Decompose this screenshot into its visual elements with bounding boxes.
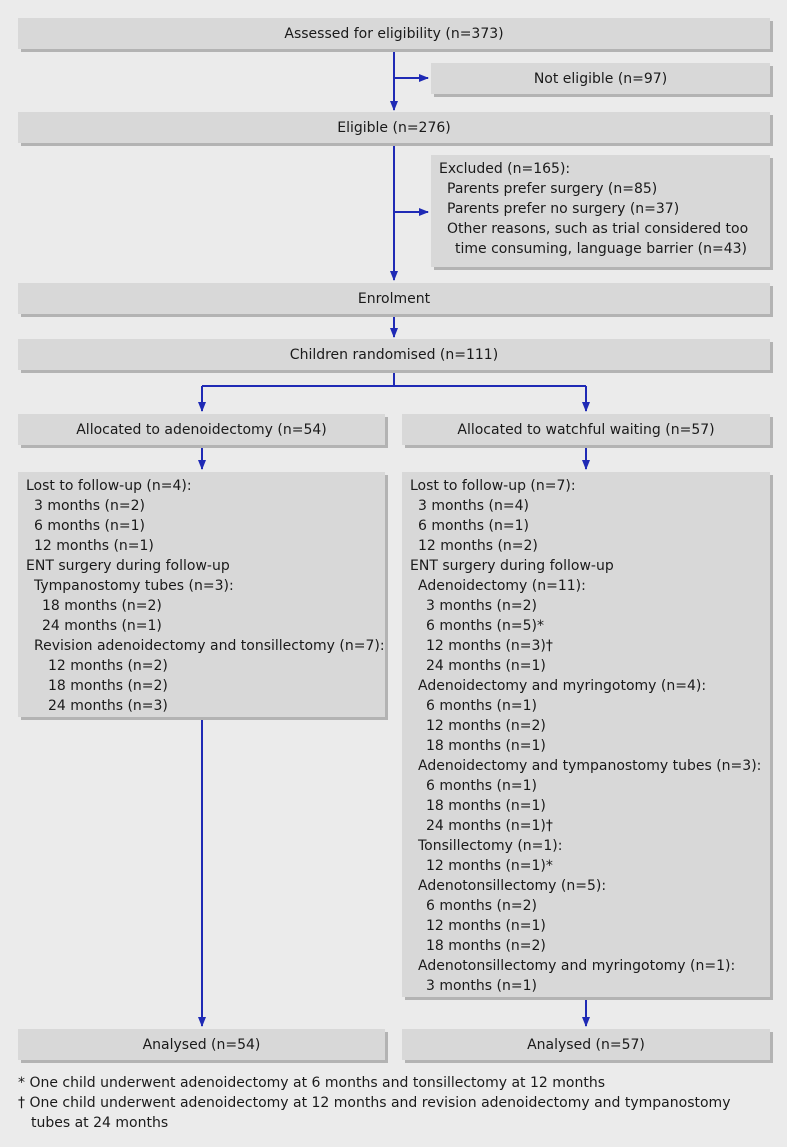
followup-line: 18 months (n=2) xyxy=(48,678,168,694)
not-eligible-label: Not eligible (n=97) xyxy=(533,70,668,87)
excluded-title: Excluded (n=165): xyxy=(439,161,571,177)
followup-line: 6 months (n=1) xyxy=(426,778,537,794)
followup-line: 6 months (n=5)* xyxy=(426,618,544,634)
followup-line: 12 months (n=3)† xyxy=(426,638,553,654)
followup-line: 24 months (n=1) xyxy=(42,618,162,634)
alloc-watch-box: Allocated to watchful waiting (n=57) xyxy=(402,414,770,445)
assessed-label: Assessed for eligibility (n=373) xyxy=(284,25,504,42)
footnote-dagger: † One child underwent adenoidectomy at 1… xyxy=(18,1095,731,1111)
followup-line: 18 months (n=1) xyxy=(426,738,546,754)
analysed-watch-label: Analysed (n=57) xyxy=(527,1036,645,1053)
followup-line: 6 months (n=1) xyxy=(426,698,537,714)
followup-line: Adenoidectomy and myringotomy (n=4): xyxy=(418,678,707,694)
followup-line: 6 months (n=1) xyxy=(418,518,529,534)
followup-line: ENT surgery during follow-up xyxy=(26,558,230,574)
alloc-adenoid-box: Allocated to adenoidectomy (n=54) xyxy=(18,414,385,445)
analysed-adenoid-box: Analysed (n=54) xyxy=(18,1029,385,1060)
followup-line: 6 months (n=1) xyxy=(34,518,145,534)
randomised-box: Children randomised (n=111) xyxy=(18,339,770,370)
followup-line: 3 months (n=2) xyxy=(34,498,145,514)
excluded-reason-other: Other reasons, such as trial considered … xyxy=(447,221,749,237)
assessed-box: Assessed for eligibility (n=373) xyxy=(18,18,770,49)
followup-line: Tonsillectomy (n=1): xyxy=(418,838,563,854)
followup-line: 6 months (n=2) xyxy=(426,898,537,914)
enrolment-label: Enrolment xyxy=(357,290,431,307)
followup-line: 12 months (n=1)* xyxy=(426,858,553,874)
followup-line: 3 months (n=1) xyxy=(426,978,537,994)
followup-line: 12 months (n=1) xyxy=(426,918,546,934)
analysed-adenoid-label: Analysed (n=54) xyxy=(142,1036,261,1053)
alloc-adenoid-label: Allocated to adenoidectomy (n=54) xyxy=(76,421,327,438)
analysed-watch-box: Analysed (n=57) xyxy=(402,1029,770,1060)
followup-line: Tympanostomy tubes (n=3): xyxy=(34,578,234,594)
randomised-label: Children randomised (n=111) xyxy=(289,346,499,363)
excluded-reason-other-cont: time consuming, language barrier (n=43) xyxy=(455,241,747,257)
followup-line: Lost to follow-up (n=7): xyxy=(410,478,576,494)
excluded-reason-surgery: Parents prefer surgery (n=85) xyxy=(447,181,658,197)
excluded-box: Excluded (n=165): Parents prefer surgery… xyxy=(431,155,770,267)
followup-line: Adenotonsillectomy (n=5): xyxy=(418,878,607,894)
followup-line: 12 months (n=1) xyxy=(34,538,154,554)
enrolment-box: Enrolment xyxy=(18,283,770,314)
followup-line: 18 months (n=2) xyxy=(426,938,546,954)
followup-line: 18 months (n=1) xyxy=(426,798,546,814)
left-followup-box: Lost to follow-up (n=4): 3 months (n=2) … xyxy=(18,472,385,717)
followup-line: 12 months (n=2) xyxy=(48,658,168,674)
followup-line: 12 months (n=2) xyxy=(426,718,546,734)
not-eligible-box: Not eligible (n=97) xyxy=(431,63,770,94)
followup-line: 3 months (n=4) xyxy=(418,498,529,514)
followup-line: 24 months (n=1) xyxy=(426,658,546,674)
followup-line: Revision adenoidectomy and tonsillectomy… xyxy=(34,638,385,654)
followup-line: 12 months (n=2) xyxy=(418,538,538,554)
followup-line: Adenoidectomy (n=11): xyxy=(418,578,586,594)
followup-line: ENT surgery during follow-up xyxy=(410,558,614,574)
excluded-reason-no-surgery: Parents prefer no surgery (n=37) xyxy=(447,201,680,217)
eligible-box: Eligible (n=276) xyxy=(18,112,770,143)
footnote-dagger-cont: tubes at 24 months xyxy=(31,1115,169,1131)
followup-line: 24 months (n=3) xyxy=(48,698,168,714)
followup-line: Adenotonsillectomy and myringotomy (n=1)… xyxy=(418,958,736,974)
footnote-star: * One child underwent adenoidectomy at 6… xyxy=(18,1075,605,1091)
footnotes: * One child underwent adenoidectomy at 6… xyxy=(18,1073,778,1133)
followup-line: Lost to follow-up (n=4): xyxy=(26,478,192,494)
followup-line: 24 months (n=1)† xyxy=(426,818,553,834)
alloc-watch-label: Allocated to watchful waiting (n=57) xyxy=(457,421,715,438)
followup-line: 18 months (n=2) xyxy=(42,598,162,614)
eligible-label: Eligible (n=276) xyxy=(337,119,451,136)
followup-line: Adenoidectomy and tympanostomy tubes (n=… xyxy=(418,758,762,774)
followup-line: 3 months (n=2) xyxy=(426,598,537,614)
right-followup-box: Lost to follow-up (n=7): 3 months (n=4) … xyxy=(402,472,770,997)
